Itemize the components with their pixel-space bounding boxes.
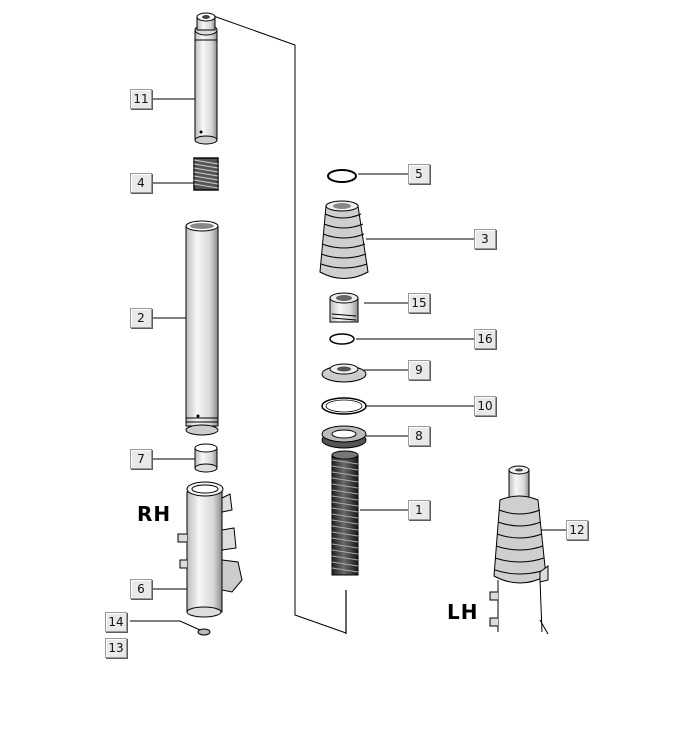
callout-3[interactable]: 3 [474, 229, 496, 249]
part-3-dust-boot [319, 200, 369, 279]
callout-2[interactable]: 2 [130, 308, 152, 328]
part-12-lh-assembly [489, 465, 549, 635]
part-2-fork-tube [185, 220, 219, 436]
callout-11[interactable]: 11 [130, 89, 152, 109]
callout-5[interactable]: 5 [408, 164, 430, 184]
callout-16[interactable]: 16 [474, 329, 496, 349]
leader-lines [130, 98, 566, 631]
callout-9[interactable]: 9 [408, 360, 430, 380]
callout-10[interactable]: 10 [474, 396, 496, 416]
part-4-small-spring [193, 157, 219, 191]
part-5-circlip [327, 169, 357, 183]
callout-12[interactable]: 12 [566, 520, 588, 540]
callout-6[interactable]: 6 [130, 579, 152, 599]
part-7-bushing [194, 443, 218, 473]
part-9-washer [321, 363, 367, 383]
callout-7[interactable]: 7 [130, 449, 152, 469]
part-10-ring [321, 397, 367, 415]
callout-15[interactable]: 15 [408, 293, 430, 313]
part-1-main-spring [331, 450, 359, 576]
part-6-rh-fork-leg [177, 481, 243, 636]
callout-1[interactable]: 1 [408, 500, 430, 520]
callout-13[interactable]: 13 [105, 638, 127, 658]
part-8-oil-seal [321, 425, 367, 449]
callout-14[interactable]: 14 [105, 612, 127, 632]
part-11-damper-rod [194, 12, 218, 145]
rh-side-label: RH [137, 502, 172, 526]
lh-side-label: LH [447, 600, 479, 624]
part-15-seal-cap [329, 292, 359, 323]
part-16-o-ring [329, 333, 355, 345]
callout-8[interactable]: 8 [408, 426, 430, 446]
callout-4[interactable]: 4 [130, 173, 152, 193]
assembly-guide-line [204, 12, 347, 634]
